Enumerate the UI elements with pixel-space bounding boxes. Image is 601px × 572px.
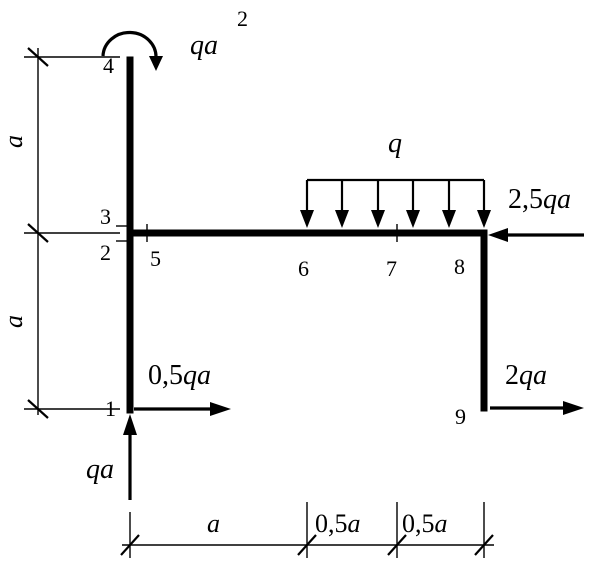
bottom-dim-slash-4 — [474, 534, 494, 556]
right-force-label: 2,5qa — [508, 184, 571, 215]
node-label-9: 9 — [455, 404, 466, 429]
node-ticks — [116, 224, 398, 242]
right-force-head — [488, 228, 508, 242]
bottom-dim-slash-2 — [297, 534, 317, 556]
node1-vertical-force: qa — [86, 414, 137, 500]
moment-label: qa — [190, 30, 218, 61]
node-label-5: 5 — [150, 246, 161, 271]
node9-force-label: 2qa — [505, 360, 547, 391]
bottom-dim-slash-3 — [387, 534, 407, 556]
node1-vertical-head — [123, 414, 137, 435]
node-label-4: 4 — [103, 53, 114, 78]
moment-load: qa 2 — [101, 6, 248, 71]
left-dim-lower-label: a — [0, 315, 28, 328]
left-dim-slash-bottom — [27, 399, 49, 419]
distributed-load: q — [300, 128, 491, 228]
distributed-load-label: q — [388, 128, 402, 159]
moment-arrow-head — [149, 56, 163, 71]
left-dim-upper-label: a — [0, 135, 28, 148]
bottom-dim-label-1: a — [207, 509, 220, 538]
bottom-dim-slash-1 — [120, 534, 140, 556]
distributed-load-arrows — [300, 180, 491, 228]
right-horizontal-force: 2,5qa — [488, 184, 584, 242]
bottom-dim-label-3: 0,5a — [402, 509, 448, 538]
left-dimension: a a — [0, 47, 120, 419]
node9-force-head — [563, 401, 584, 415]
moment-exponent: 2 — [237, 6, 248, 31]
node1-horizontal-force: 0,5qa — [134, 360, 231, 416]
node-label-2: 2 — [100, 240, 111, 265]
node1-horizontal-head — [210, 402, 231, 416]
node-label-6: 6 — [298, 256, 309, 281]
node-label-3: 3 — [100, 204, 111, 229]
bottom-dim-label-2: 0,5a — [315, 509, 361, 538]
bottom-dimension: a 0,5a 0,5a — [120, 502, 494, 558]
node-label-8: 8 — [454, 254, 465, 279]
frame-members — [126, 56, 488, 414]
left-dim-slash-mid — [27, 223, 49, 243]
node1-vertical-label: qa — [86, 454, 114, 485]
left-dim-slash-top — [27, 47, 49, 67]
node-label-7: 7 — [386, 256, 397, 281]
moment-arc — [101, 30, 158, 59]
node9-force: 2qa — [490, 360, 584, 415]
node1-horizontal-label: 0,5qa — [148, 360, 211, 391]
